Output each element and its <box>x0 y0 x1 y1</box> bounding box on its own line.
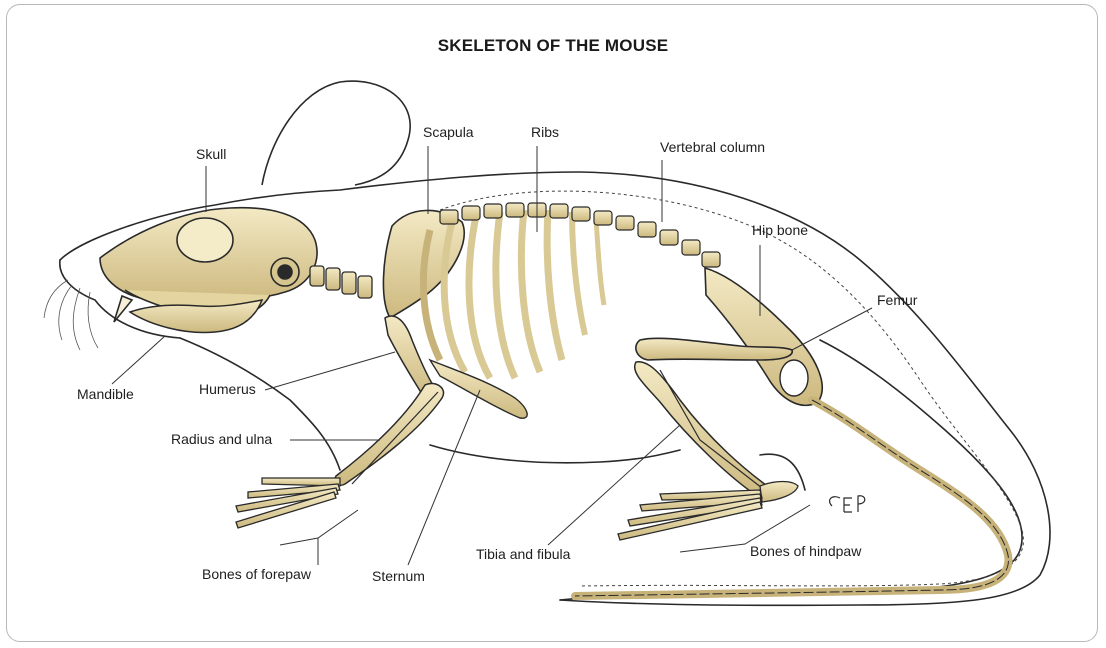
vertebral-column <box>440 203 720 267</box>
forepaw-shape <box>236 478 340 528</box>
label-mandible: Mandible <box>77 386 134 402</box>
leader-humerus <box>265 352 395 390</box>
label-humerus: Humerus <box>199 381 256 397</box>
dashed-contour <box>440 191 1023 586</box>
label-sternum: Sternum <box>372 568 425 584</box>
cervical-vertebrae <box>310 266 372 298</box>
radius-ulna-shape <box>335 383 444 485</box>
leader-femur <box>792 308 872 350</box>
label-forepaw: Bones of forepaw <box>202 566 311 582</box>
hindpaw-shape <box>618 482 798 541</box>
label-vertebral-column: Vertebral column <box>660 139 765 155</box>
label-ribs: Ribs <box>531 124 559 140</box>
label-scapula: Scapula <box>423 124 474 140</box>
label-skull: Skull <box>196 146 226 162</box>
tibia-fibula-shape <box>635 362 772 499</box>
label-hindpaw: Bones of hindpaw <box>750 543 861 559</box>
rib-cage <box>423 210 604 378</box>
label-hip-bone: Hip bone <box>752 222 808 238</box>
label-radius-ulna: Radius and ulna <box>171 431 272 447</box>
leader-forepaw <box>280 510 358 545</box>
whiskers <box>44 280 98 350</box>
label-tibia-fibula: Tibia and fibula <box>476 546 570 562</box>
ear-outline <box>262 81 410 185</box>
leader-mandible <box>112 336 165 384</box>
artist-signature <box>830 496 865 512</box>
label-femur: Femur <box>877 292 917 308</box>
